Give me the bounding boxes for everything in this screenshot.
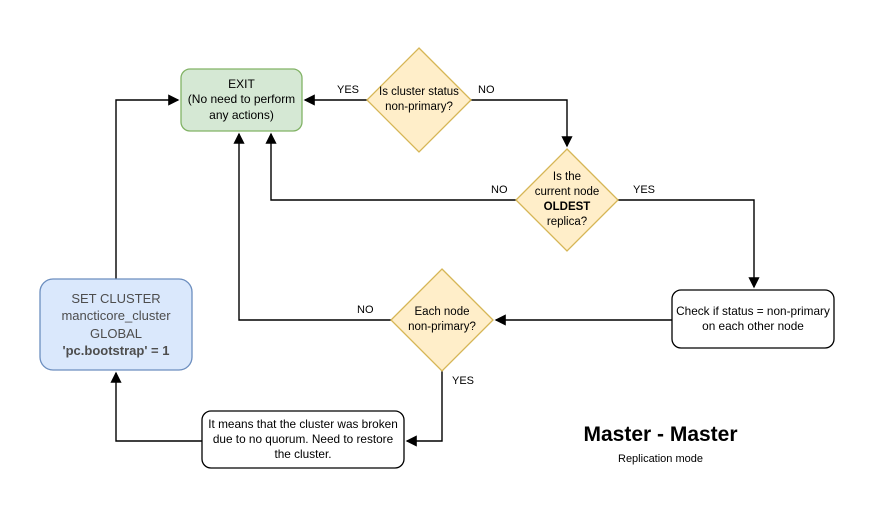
exit-node-shape — [180, 68, 303, 132]
each-node-diamond-shape — [390, 268, 494, 372]
edge-oldest-no-to-exit — [265, 132, 516, 201]
diagram-subtitle: Replication mode — [618, 453, 703, 465]
edge-each-node-yes-to-broken — [405, 371, 443, 447]
edge-broken-to-set-cluster — [110, 371, 202, 442]
check-status-node-shape — [671, 289, 835, 349]
edge-oldest-yes-to-check — [618, 199, 760, 289]
oldest-replica-diamond-shape — [515, 148, 619, 252]
edge-cluster-no-to-oldest — [471, 99, 573, 148]
diagram-title: Master - Master — [583, 423, 738, 446]
set-cluster-node-shape — [39, 278, 193, 371]
cluster-status-diamond-shape — [366, 47, 472, 153]
broken-cluster-node-shape — [201, 410, 405, 469]
edge-set-cluster-to-exit — [115, 94, 180, 279]
edge-each-node-no-to-exit — [233, 132, 391, 321]
